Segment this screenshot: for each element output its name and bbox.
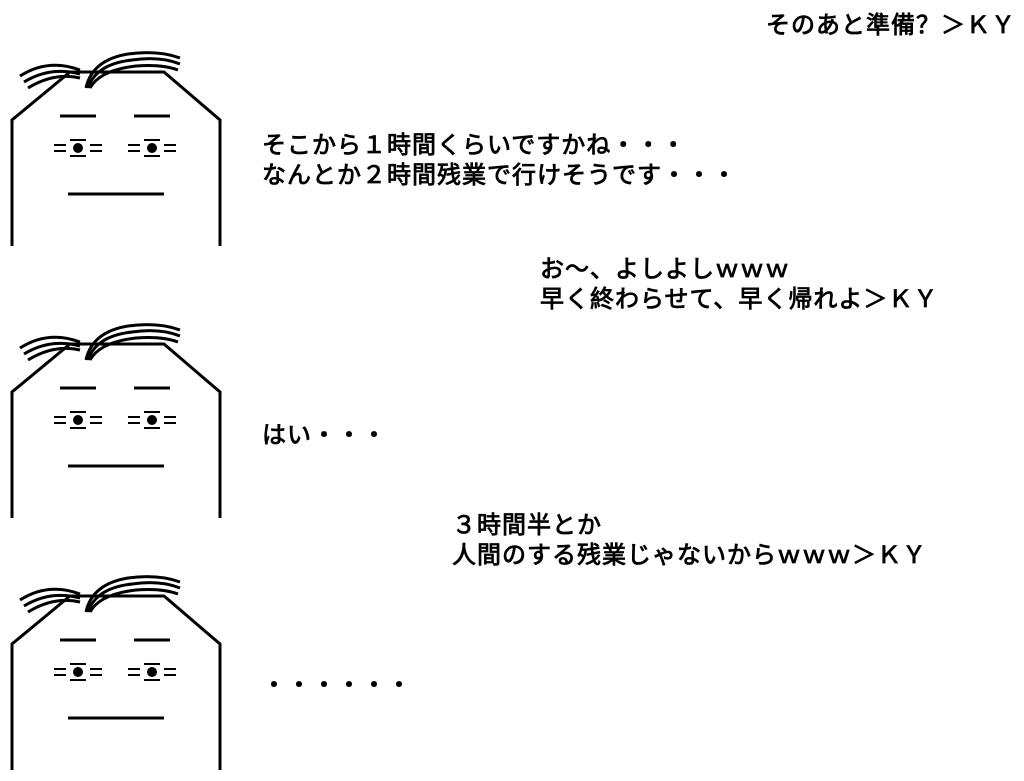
face-icon [8, 320, 223, 520]
message-3-line-2: 早く終わらせて、早く帰れよ＞ＫＹ [540, 285, 939, 313]
message-6-line-1: ・・・・・・ [262, 671, 412, 699]
message-6: ・・・・・・ [262, 670, 412, 700]
message-5-line-1: ３時間半とか [452, 511, 602, 539]
message-2: そこから１時間くらいですかね・・・ なんとか２時間残業で行けそうです・・・ [262, 130, 737, 190]
message-3: お～、よしよしｗｗｗ 早く終わらせて、早く帰れよ＞ＫＹ [540, 254, 938, 314]
message-2-line-1: そこから１時間くらいですかね・・・ [262, 131, 687, 159]
message-2-line-2: なんとか２時間残業で行けそうです・・・ [262, 161, 737, 189]
message-4-line-1: はい・・・ [262, 421, 387, 449]
message-5: ３時間半とか 人間のする残業じゃないからｗｗｗ＞ＫＹ [452, 510, 927, 570]
message-1: そのあと準備？＞ＫＹ [766, 10, 1016, 40]
face-icon [8, 572, 223, 772]
message-1-line-1: そのあと準備？＞ＫＹ [766, 11, 1016, 39]
message-5-line-2: 人間のする残業じゃないからｗｗｗ＞ＫＹ [452, 541, 927, 569]
face-icon [8, 48, 223, 248]
message-3-line-1: お～、よしよしｗｗｗ [540, 255, 790, 283]
message-4: はい・・・ [262, 420, 387, 450]
